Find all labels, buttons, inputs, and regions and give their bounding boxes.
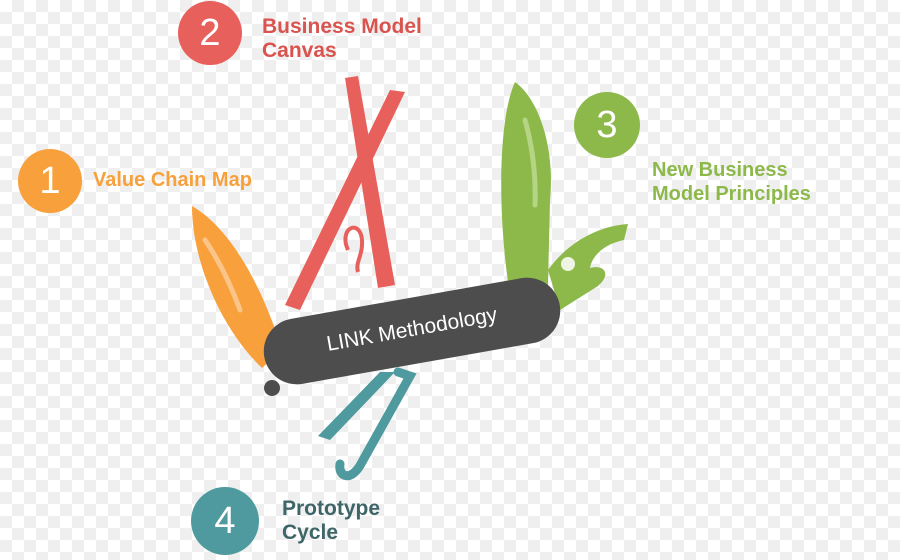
step-2-number-badge: 2 <box>178 1 242 65</box>
step-3-title-line-1: New Business <box>652 159 788 181</box>
prototype-tools <box>318 367 417 481</box>
step-2-title-line-1: Business Model <box>262 15 422 38</box>
knife-handle <box>263 277 561 396</box>
step-2-label: Business Model Canvas <box>262 15 422 63</box>
step-1-title-line: Value Chain Map <box>93 169 252 191</box>
step-3-label: New Business Model Principles <box>652 158 811 206</box>
step-1-label: Value Chain Map <box>93 168 252 192</box>
step-1-number-badge: 1 <box>18 149 82 213</box>
step-3-title-line-2: Model Principles <box>652 183 811 205</box>
step-4-number-badge: 4 <box>191 487 259 555</box>
step-4-label: Prototype Cycle <box>282 497 380 545</box>
step-4-title-line-2: Cycle <box>282 521 339 544</box>
new-principles-tools <box>501 82 628 310</box>
value-chain-blade <box>192 206 282 368</box>
business-model-scissors <box>285 76 405 310</box>
step-4-title-line-1: Prototype <box>282 497 381 520</box>
step-2-title-line-2: Canvas <box>262 39 337 62</box>
step-3-number-badge: 3 <box>574 92 640 158</box>
